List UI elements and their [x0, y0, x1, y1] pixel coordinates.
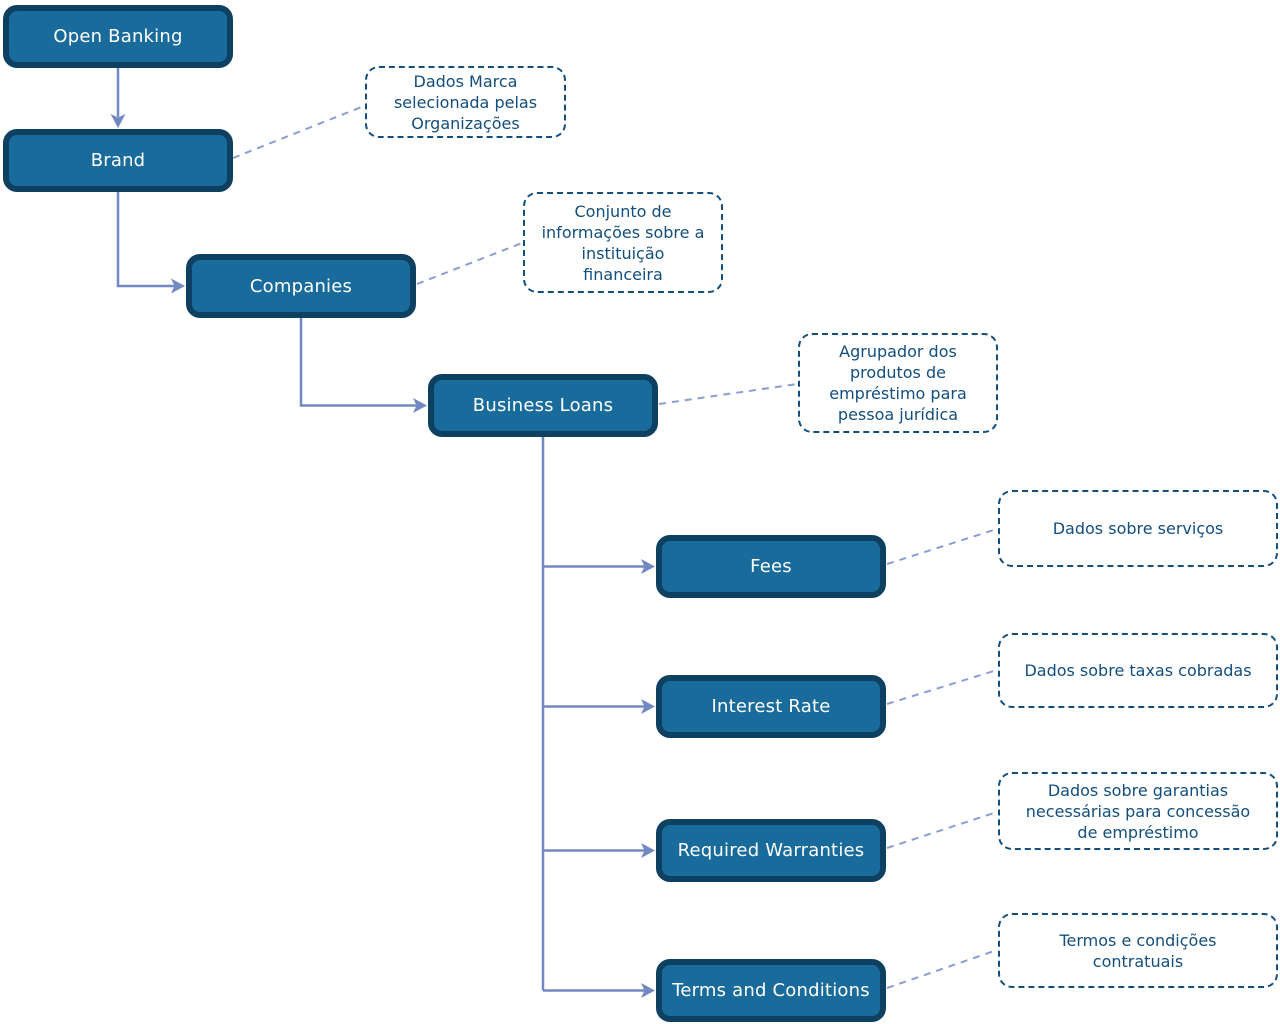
annotation-business-loans-note-text: Agrupador dos produtos de empréstimo par…	[829, 342, 967, 424]
node-companies-label: Companies	[249, 275, 353, 297]
node-companies[interactable]: Companies	[186, 254, 416, 318]
node-business-loans-label: Business Loans	[472, 395, 614, 416]
annotation-companies-note-text: Conjunto de informações sobre a institui…	[541, 201, 705, 284]
annotation-fees-note[interactable]: Dados sobre serviços	[998, 490, 1278, 567]
node-terms-and-conditions-label: Terms and Conditions	[672, 980, 870, 1001]
connector-brand-companies	[116, 192, 175, 288]
annotation-interest-rate-note-text: Dados sobre taxas cobradas	[1024, 661, 1252, 680]
connector-companies-business-loans	[299, 318, 417, 407]
node-brand-label: Brand	[90, 150, 146, 171]
arrowhead-right-icon	[641, 843, 655, 858]
arrowhead-right-icon	[413, 398, 427, 413]
arrowhead-down-icon	[110, 114, 126, 128]
node-required-warranties[interactable]: Required Warranties	[656, 819, 886, 882]
node-fees-label: Fees	[750, 556, 792, 577]
annotation-brand-note-text: Dados Marca selecionada pelas Organizaçõ…	[393, 71, 538, 133]
dashed-connector-brand-note	[232, 105, 365, 159]
node-business-loans[interactable]: Business Loans	[428, 374, 658, 437]
node-required-warranties-label: Required Warranties	[677, 840, 865, 861]
node-open-banking-label: Open Banking	[53, 26, 183, 47]
node-terms-and-conditions[interactable]: Terms and Conditions	[656, 959, 886, 1022]
annotation-terms-note-text: Termos e condições contratuais	[1059, 930, 1217, 971]
dashed-connector-terms-note	[886, 949, 998, 989]
dashed-connector-fees-note	[886, 528, 998, 565]
arrowhead-right-icon	[641, 983, 655, 998]
node-brand[interactable]: Brand	[3, 129, 233, 192]
annotation-terms-note[interactable]: Termos e condições contratuais	[998, 913, 1278, 988]
dashed-connector-companies-note	[416, 242, 523, 285]
node-open-banking[interactable]: Open Banking	[3, 5, 233, 68]
annotation-required-warranties-note[interactable]: Dados sobre garantias necessárias para c…	[998, 772, 1278, 850]
dashed-connector-required-warranties-note	[886, 811, 998, 849]
annotation-companies-note[interactable]: Conjunto de informações sobre a institui…	[523, 192, 723, 293]
dashed-connector-business-loans-note	[658, 383, 798, 405]
arrowhead-right-icon	[171, 278, 185, 294]
node-interest-rate-label: Interest Rate	[711, 696, 831, 717]
annotation-business-loans-note[interactable]: Agrupador dos produtos de empréstimo par…	[798, 333, 998, 433]
arrowhead-right-icon	[641, 699, 655, 714]
annotation-brand-note[interactable]: Dados Marca selecionada pelas Organizaçõ…	[365, 66, 566, 138]
dashed-connector-interest-rate-note	[886, 669, 998, 705]
annotation-required-warranties-note-text: Dados sobre garantias necessárias para c…	[1025, 780, 1251, 842]
arrowhead-right-icon	[641, 559, 655, 574]
node-interest-rate[interactable]: Interest Rate	[656, 675, 886, 738]
node-fees[interactable]: Fees	[656, 535, 886, 598]
annotation-interest-rate-note[interactable]: Dados sobre taxas cobradas	[998, 633, 1278, 708]
annotation-fees-note-text: Dados sobre serviços	[1052, 519, 1224, 538]
